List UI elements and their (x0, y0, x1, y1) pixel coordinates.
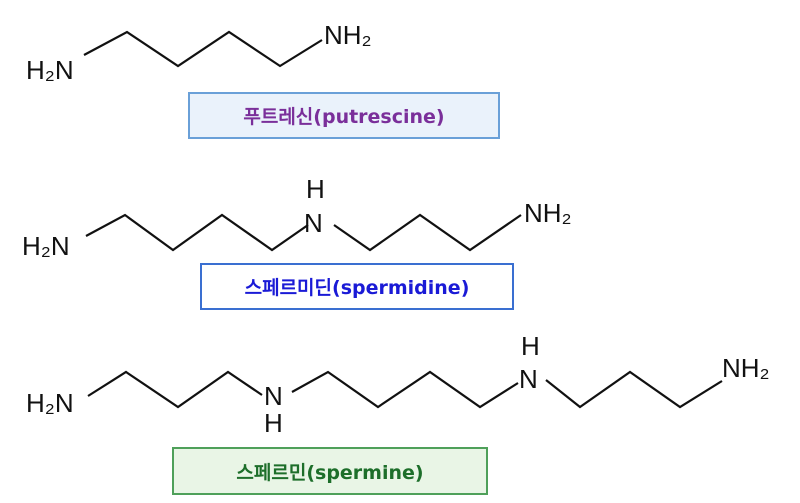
spermine-structure: H₂N N H H N NH₂ (26, 331, 770, 438)
putrescine-structure: H₂N NH₂ (26, 20, 372, 85)
spermidine-carbon-chain-right (333, 213, 522, 252)
spermine-carbon-chain-middle (291, 370, 519, 409)
spermine-caption: 스페르민(spermine) (236, 461, 424, 484)
putrescine-caption: 푸트레신(putrescine) (243, 106, 445, 128)
spermine-caption-box: 스페르민(spermine) (172, 447, 488, 495)
spermidine-left-amino-group: H₂N (22, 231, 70, 261)
spermidine-caption-box: 스페르미딘(spermidine) (200, 263, 514, 310)
spermine-carbon-chain-left (87, 370, 263, 409)
putrescine-right-amino-group: NH₂ (324, 20, 372, 50)
putrescine-left-amino-group: H₂N (26, 55, 74, 85)
spermine-imine1-hydrogen: H (264, 408, 283, 438)
putrescine-carbon-chain (83, 30, 323, 68)
spermidine-imine-nitrogen: N (304, 208, 323, 238)
spermine-imine2-hydrogen: H (521, 331, 540, 361)
spermidine-imine-hydrogen: H (306, 174, 325, 204)
spermidine-right-amino-group: NH₂ (524, 198, 572, 228)
spermidine-carbon-chain-left (85, 213, 309, 252)
spermine-left-amino-group: H₂N (26, 388, 74, 418)
spermine-imine1-nitrogen: N (264, 381, 283, 411)
spermidine-structure: H₂N H N NH₂ (22, 174, 572, 261)
spermine-imine2-nitrogen: N (519, 364, 538, 394)
spermine-carbon-chain-right (545, 370, 723, 409)
spermine-right-amino-group: NH₂ (722, 353, 770, 383)
spermidine-caption: 스페르미딘(spermidine) (244, 277, 470, 299)
putrescine-caption-box: 푸트레신(putrescine) (188, 92, 500, 139)
